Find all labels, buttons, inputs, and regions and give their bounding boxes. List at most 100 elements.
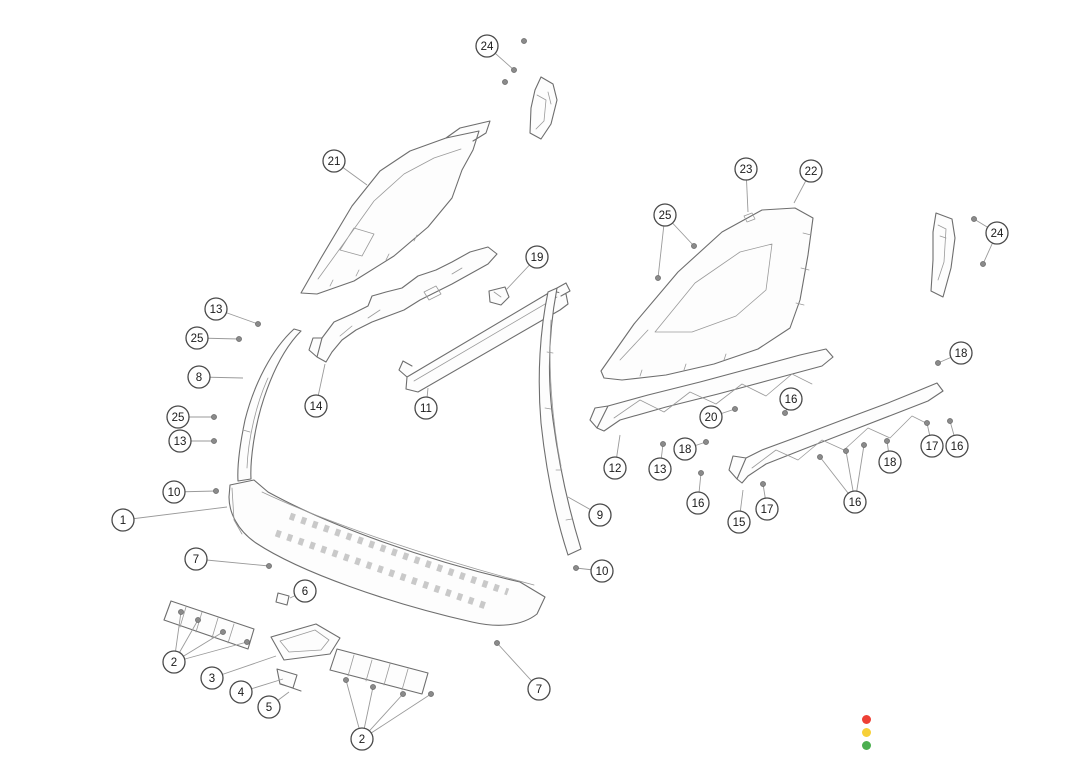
callout-circle[interactable] <box>200 666 224 690</box>
callout-10[interactable]: 10 <box>590 559 614 583</box>
callout-circle[interactable] <box>475 34 499 58</box>
callout-17[interactable]: 17 <box>755 497 779 521</box>
part-right-bracket-outline[interactable] <box>930 212 956 298</box>
callout-circle[interactable] <box>304 394 328 418</box>
callout-circle[interactable] <box>603 456 627 480</box>
callout-2[interactable]: 2 <box>350 727 374 751</box>
callout-circle[interactable] <box>322 149 346 173</box>
callout-circle[interactable] <box>727 510 751 534</box>
callout-9[interactable]: 9 <box>588 503 612 527</box>
callout-circle[interactable] <box>184 547 208 571</box>
part-21-outline[interactable] <box>300 120 491 295</box>
callout-12[interactable]: 12 <box>603 456 627 480</box>
callout-21[interactable]: 21 <box>322 149 346 173</box>
fastener-dot <box>573 565 579 571</box>
callout-circle[interactable] <box>755 497 779 521</box>
callout-25[interactable]: 25 <box>653 203 677 227</box>
callout-circle[interactable] <box>162 480 186 504</box>
callout-11[interactable]: 11 <box>414 396 438 420</box>
callout-8[interactable]: 8 <box>187 365 211 389</box>
callout-circle[interactable] <box>168 429 192 453</box>
callout-circle[interactable] <box>799 159 823 183</box>
callout-10[interactable]: 10 <box>162 480 186 504</box>
callout-circle[interactable] <box>525 245 549 269</box>
callout-16[interactable]: 16 <box>686 491 710 515</box>
callout-6[interactable]: 6 <box>293 579 317 603</box>
fastener-dot <box>817 454 823 460</box>
callout-18[interactable]: 18 <box>673 437 697 461</box>
callout-23[interactable]: 23 <box>734 157 758 181</box>
callout-circle[interactable] <box>648 457 672 481</box>
callout-circle[interactable] <box>590 559 614 583</box>
callout-circle[interactable] <box>843 490 867 514</box>
callout-circle[interactable] <box>699 405 723 429</box>
callout-3[interactable]: 3 <box>200 666 224 690</box>
callout-13[interactable]: 13 <box>648 457 672 481</box>
part-3-outline[interactable] <box>270 623 341 661</box>
callout-20[interactable]: 20 <box>699 405 723 429</box>
callout-circle[interactable] <box>257 695 281 719</box>
callout-circle[interactable] <box>920 434 944 458</box>
part-15-outline[interactable] <box>728 382 944 484</box>
callout-circle[interactable] <box>111 508 135 532</box>
callout-5[interactable]: 5 <box>257 695 281 719</box>
callout-circle[interactable] <box>949 341 973 365</box>
fastener-dot <box>370 684 376 690</box>
callout-24[interactable]: 24 <box>985 221 1009 245</box>
part-6-outline[interactable] <box>275 592 290 606</box>
callout-circle[interactable] <box>945 434 969 458</box>
part-2-left-panel-outline[interactable] <box>163 600 255 650</box>
callout-circle[interactable] <box>162 650 186 674</box>
part-4-5-outline[interactable] <box>276 668 302 692</box>
callout-4[interactable]: 4 <box>229 680 253 704</box>
callout-circle[interactable] <box>588 503 612 527</box>
part-12-outline[interactable] <box>589 348 834 432</box>
callout-circle[interactable] <box>293 579 317 603</box>
callout-25[interactable]: 25 <box>166 405 190 429</box>
callout-circle[interactable] <box>734 157 758 181</box>
fastener-dot <box>843 448 849 454</box>
callout-19[interactable]: 19 <box>525 245 549 269</box>
callout-circle[interactable] <box>185 326 209 350</box>
callout-circle[interactable] <box>187 365 211 389</box>
callout-1[interactable]: 1 <box>111 508 135 532</box>
callout-circle[interactable] <box>779 387 803 411</box>
callout-14[interactable]: 14 <box>304 394 328 418</box>
part-1-outline[interactable] <box>228 479 546 626</box>
callout-7[interactable]: 7 <box>527 677 551 701</box>
fastener-dot <box>660 441 666 447</box>
callout-13[interactable]: 13 <box>204 297 228 321</box>
callout-17[interactable]: 17 <box>920 434 944 458</box>
callout-circle[interactable] <box>653 203 677 227</box>
part-22-outline[interactable] <box>600 207 814 381</box>
callout-circle[interactable] <box>204 297 228 321</box>
part-15-drawing <box>728 382 944 484</box>
callout-18[interactable]: 18 <box>878 450 902 474</box>
callout-circle[interactable] <box>527 677 551 701</box>
callout-25[interactable]: 25 <box>185 326 209 350</box>
part-2-right-panel-outline[interactable] <box>329 648 429 695</box>
callout-13[interactable]: 13 <box>168 429 192 453</box>
callout-22[interactable]: 22 <box>799 159 823 183</box>
callout-2[interactable]: 2 <box>162 650 186 674</box>
callout-circle[interactable] <box>686 491 710 515</box>
callout-7[interactable]: 7 <box>184 547 208 571</box>
callout-circle[interactable] <box>229 680 253 704</box>
callout-15[interactable]: 15 <box>727 510 751 534</box>
callout-16[interactable]: 16 <box>779 387 803 411</box>
callout-16[interactable]: 16 <box>945 434 969 458</box>
part-14-outline[interactable] <box>308 246 498 363</box>
part-top-bracket-outline[interactable] <box>529 76 558 140</box>
callout-circle[interactable] <box>673 437 697 461</box>
callout-24[interactable]: 24 <box>475 34 499 58</box>
part-8-outline[interactable] <box>237 328 302 482</box>
fastener-dot <box>971 216 977 222</box>
callout-16[interactable]: 16 <box>843 490 867 514</box>
part-9-outline[interactable] <box>538 282 582 556</box>
callout-circle[interactable] <box>166 405 190 429</box>
callout-18[interactable]: 18 <box>949 341 973 365</box>
callout-circle[interactable] <box>350 727 374 751</box>
callout-circle[interactable] <box>414 396 438 420</box>
callout-circle[interactable] <box>985 221 1009 245</box>
callout-circle[interactable] <box>878 450 902 474</box>
